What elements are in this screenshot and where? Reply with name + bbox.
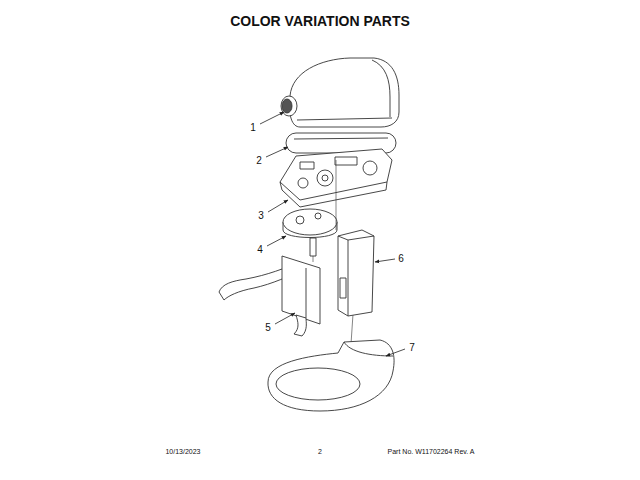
page-title: COLOR VARIATION PARTS (230, 14, 410, 29)
leader-line (260, 112, 284, 124)
head-ridge (372, 60, 390, 117)
hub-inner (282, 99, 292, 113)
bracket-plate (282, 256, 320, 324)
part-number: Part No. W11702264 Rev. A (388, 448, 475, 456)
base-pedestal (344, 342, 393, 356)
callout-number: 5 (265, 322, 271, 333)
column-edge (338, 236, 374, 316)
planetary-gear (296, 216, 304, 224)
leader-line (267, 236, 286, 246)
head-housing (281, 58, 399, 127)
plate-edge (280, 182, 387, 207)
plate-rib (300, 162, 314, 169)
planetary-shaft (310, 238, 316, 256)
bracket-fold (306, 268, 307, 318)
column-body (338, 230, 374, 316)
column-slot (340, 278, 346, 298)
base-well (276, 368, 360, 400)
leader-line (268, 200, 288, 212)
column (338, 230, 374, 316)
bracket-lower-arm (294, 315, 306, 336)
callout-number: 4 (257, 244, 263, 255)
mixer-base (268, 340, 394, 411)
planetary-gear (315, 213, 321, 219)
plate-rib (335, 157, 357, 165)
planetary (283, 209, 337, 256)
leader-lines (260, 112, 405, 356)
leader-line (375, 259, 395, 262)
callout-number: 2 (256, 155, 262, 166)
plate-hub (363, 161, 377, 175)
callout-number: 7 (409, 342, 415, 353)
leader-line (275, 313, 295, 324)
plate-hole (298, 178, 308, 188)
head-shell (289, 58, 399, 127)
leader-line (386, 349, 405, 356)
leader-line (266, 147, 288, 157)
plate-boss-core (322, 175, 328, 181)
bowl-bracket (219, 256, 320, 336)
callout-number: 6 (398, 253, 404, 264)
band-inner (294, 138, 388, 139)
plate-boss (317, 170, 333, 186)
callout-number: 1 (250, 122, 256, 133)
hub-outer (281, 96, 297, 116)
head-rim (297, 118, 392, 120)
planetary-top (283, 209, 337, 235)
callout-number: 3 (258, 210, 264, 221)
base-body (268, 340, 394, 411)
page-number: 2 (318, 448, 322, 456)
footer-date: 10/13/2023 (165, 448, 200, 456)
